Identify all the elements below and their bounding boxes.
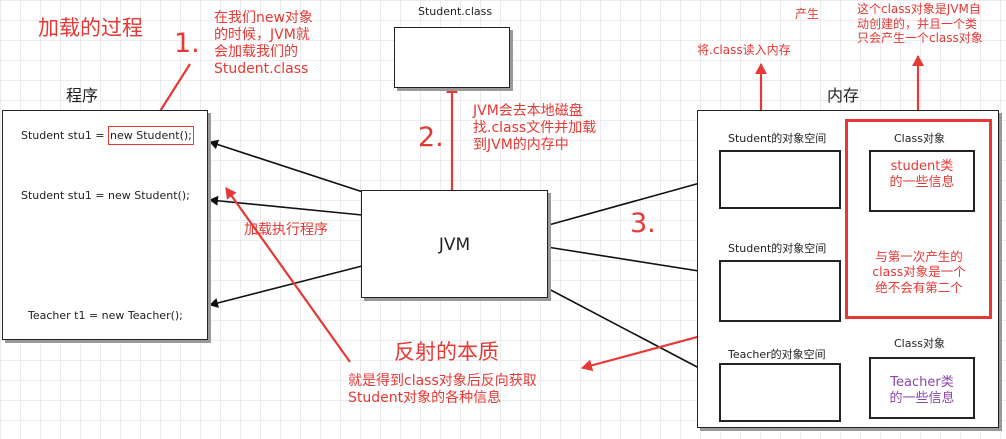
student-space-1-label: Student的对象空间 bbox=[728, 132, 827, 145]
code-line-1: Student stu1 = new Student(); bbox=[21, 126, 194, 145]
reflect-text: 就是得到class对象后反向获取 Student对象的各种信息 bbox=[348, 373, 537, 407]
step2-number: 2. bbox=[418, 122, 444, 153]
class-object-highlight bbox=[845, 119, 992, 319]
class-auto-text: 这个class对象是JVM自 动创建的，并且一个类 只会产生一个class对象 bbox=[857, 2, 983, 46]
code-line-1-prefix: Student stu1 = bbox=[21, 129, 109, 142]
jvm-label: JVM bbox=[438, 235, 471, 255]
step3-number: 3. bbox=[630, 208, 656, 239]
memory-label: 内存 bbox=[827, 86, 860, 105]
teacher-info-box: Teacher类 的一些信息 bbox=[869, 357, 975, 419]
class-object-2-label: Class对象 bbox=[894, 337, 945, 350]
student-info-box: student类 的一些信息 bbox=[869, 150, 975, 212]
classfile-box bbox=[394, 27, 510, 88]
arrow-jvm-to-line2 bbox=[209, 195, 363, 216]
read-class-text: 将.class读入内存 bbox=[697, 43, 791, 57]
arrow-jvm-to-line3 bbox=[209, 265, 363, 308]
step2-text: JVM会去本地磁盘 找.class文件并加载 到JVM的内存中 bbox=[473, 103, 597, 154]
reflect-title: 反射的本质 bbox=[394, 340, 499, 364]
arrow-load-exec bbox=[225, 187, 351, 363]
code-line-2: Student stu1 = new Student(); bbox=[21, 189, 190, 202]
student-space-1-box bbox=[719, 150, 841, 209]
step1-number: 1. bbox=[174, 28, 200, 59]
classfile-label: Student.class bbox=[418, 5, 493, 18]
teacher-info-text: Teacher类 的一些信息 bbox=[889, 375, 955, 406]
jvm-box: JVM bbox=[361, 190, 548, 298]
code-line-1-highlight: new Student(); bbox=[108, 126, 194, 145]
student-space-2-label: Student的对象空间 bbox=[728, 242, 827, 255]
arrow-jvm-to-teacher-space bbox=[544, 286, 719, 379]
produce-text: 产生 bbox=[795, 7, 820, 21]
student-info-text: student类 的一些信息 bbox=[889, 159, 955, 190]
student-space-2-box bbox=[719, 260, 841, 322]
load-exec-text: 加载执行程序 bbox=[244, 222, 328, 238]
arrow-jvm-to-student-space-1 bbox=[544, 175, 719, 227]
teacher-space-box bbox=[719, 363, 841, 422]
diagram-title: 加载的过程 bbox=[38, 16, 143, 40]
only-one-text: 与第一次产生的 class对象是一个 绝不会有第二个 bbox=[872, 249, 966, 295]
arrow-jvm-to-student-space-2 bbox=[546, 246, 719, 278]
class-object-1-label: Class对象 bbox=[894, 132, 945, 145]
code-line-3: Teacher t1 = new Teacher(); bbox=[28, 309, 183, 322]
step1-text: 在我们new对象 的时候，JVM就 会加载我们的 Student.class bbox=[214, 10, 313, 78]
arrow-jvm-to-line1 bbox=[209, 139, 373, 196]
program-box: Student stu1 = new Student(); Student st… bbox=[2, 110, 208, 340]
teacher-space-label: Teacher的对象空间 bbox=[728, 348, 826, 361]
program-label: 程序 bbox=[66, 86, 99, 105]
